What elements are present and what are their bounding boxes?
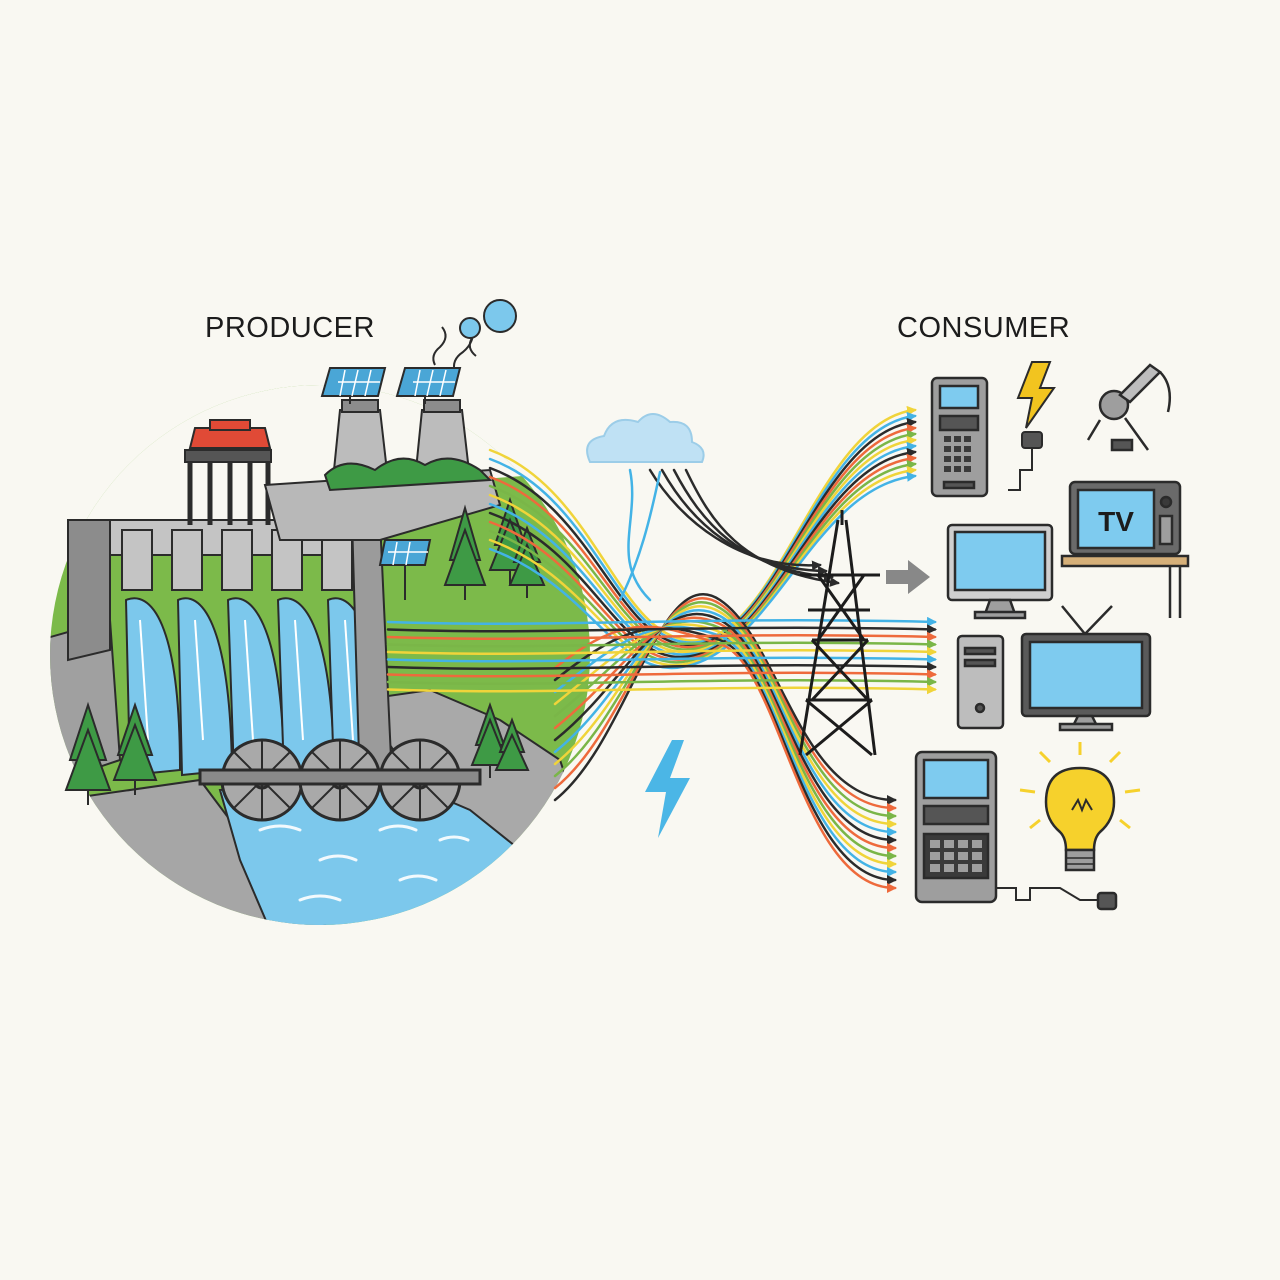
power-wire — [488, 411, 917, 644]
phone-console-icon — [930, 376, 989, 498]
power-wire — [386, 639, 937, 650]
tv-icon — [1060, 480, 1190, 618]
power-wire — [553, 597, 897, 813]
transmission-tower-icon — [798, 510, 880, 757]
power-wire — [488, 405, 917, 642]
power-wire — [488, 447, 917, 659]
power-wire — [386, 654, 937, 665]
power-wire — [386, 684, 937, 695]
power-wire — [660, 468, 828, 576]
cooling-tower-icon — [263, 399, 502, 541]
power-wire — [553, 593, 897, 805]
power-wire — [627, 468, 652, 602]
power-wire — [488, 465, 917, 667]
power-wire — [553, 623, 897, 869]
power-wire — [553, 625, 897, 877]
power-wire — [684, 468, 840, 587]
power-wire — [648, 468, 822, 571]
lightbulb-icon — [1019, 742, 1141, 872]
producer-scene — [50, 299, 590, 925]
power-wire — [488, 453, 917, 661]
solar-panel-icon — [320, 367, 462, 600]
drill-icon — [1086, 363, 1171, 452]
waterwheel-icon — [198, 738, 482, 822]
power-wire — [386, 624, 937, 635]
keypad-terminal-icon — [914, 750, 1118, 911]
power-wire — [488, 471, 917, 670]
power-wire — [488, 423, 917, 649]
power-wire — [553, 605, 897, 829]
power-wire — [386, 646, 937, 657]
computer-tower-icon — [956, 634, 1005, 730]
power-wire — [618, 470, 662, 602]
plug-icon — [1008, 361, 1056, 491]
consumer-label: CONSUMER — [897, 312, 1071, 344]
flat-tv-icon — [1020, 605, 1152, 732]
balloon-icon — [432, 299, 517, 373]
power-wire — [386, 616, 937, 627]
power-wire — [488, 429, 917, 651]
lightning-icon — [645, 740, 690, 838]
power-wire — [553, 620, 897, 861]
power-wire — [386, 631, 937, 642]
arrow-right-icon — [886, 560, 930, 594]
monitor-icon — [946, 523, 1054, 620]
cloud-icon — [586, 413, 705, 463]
tv-label: TV — [1098, 506, 1134, 537]
power-wires — [386, 405, 937, 893]
intake-tower — [184, 419, 272, 525]
producer-label: PRODUCER — [205, 312, 375, 344]
power-wire — [553, 601, 897, 821]
power-wire — [386, 676, 937, 687]
power-wire — [672, 468, 834, 582]
